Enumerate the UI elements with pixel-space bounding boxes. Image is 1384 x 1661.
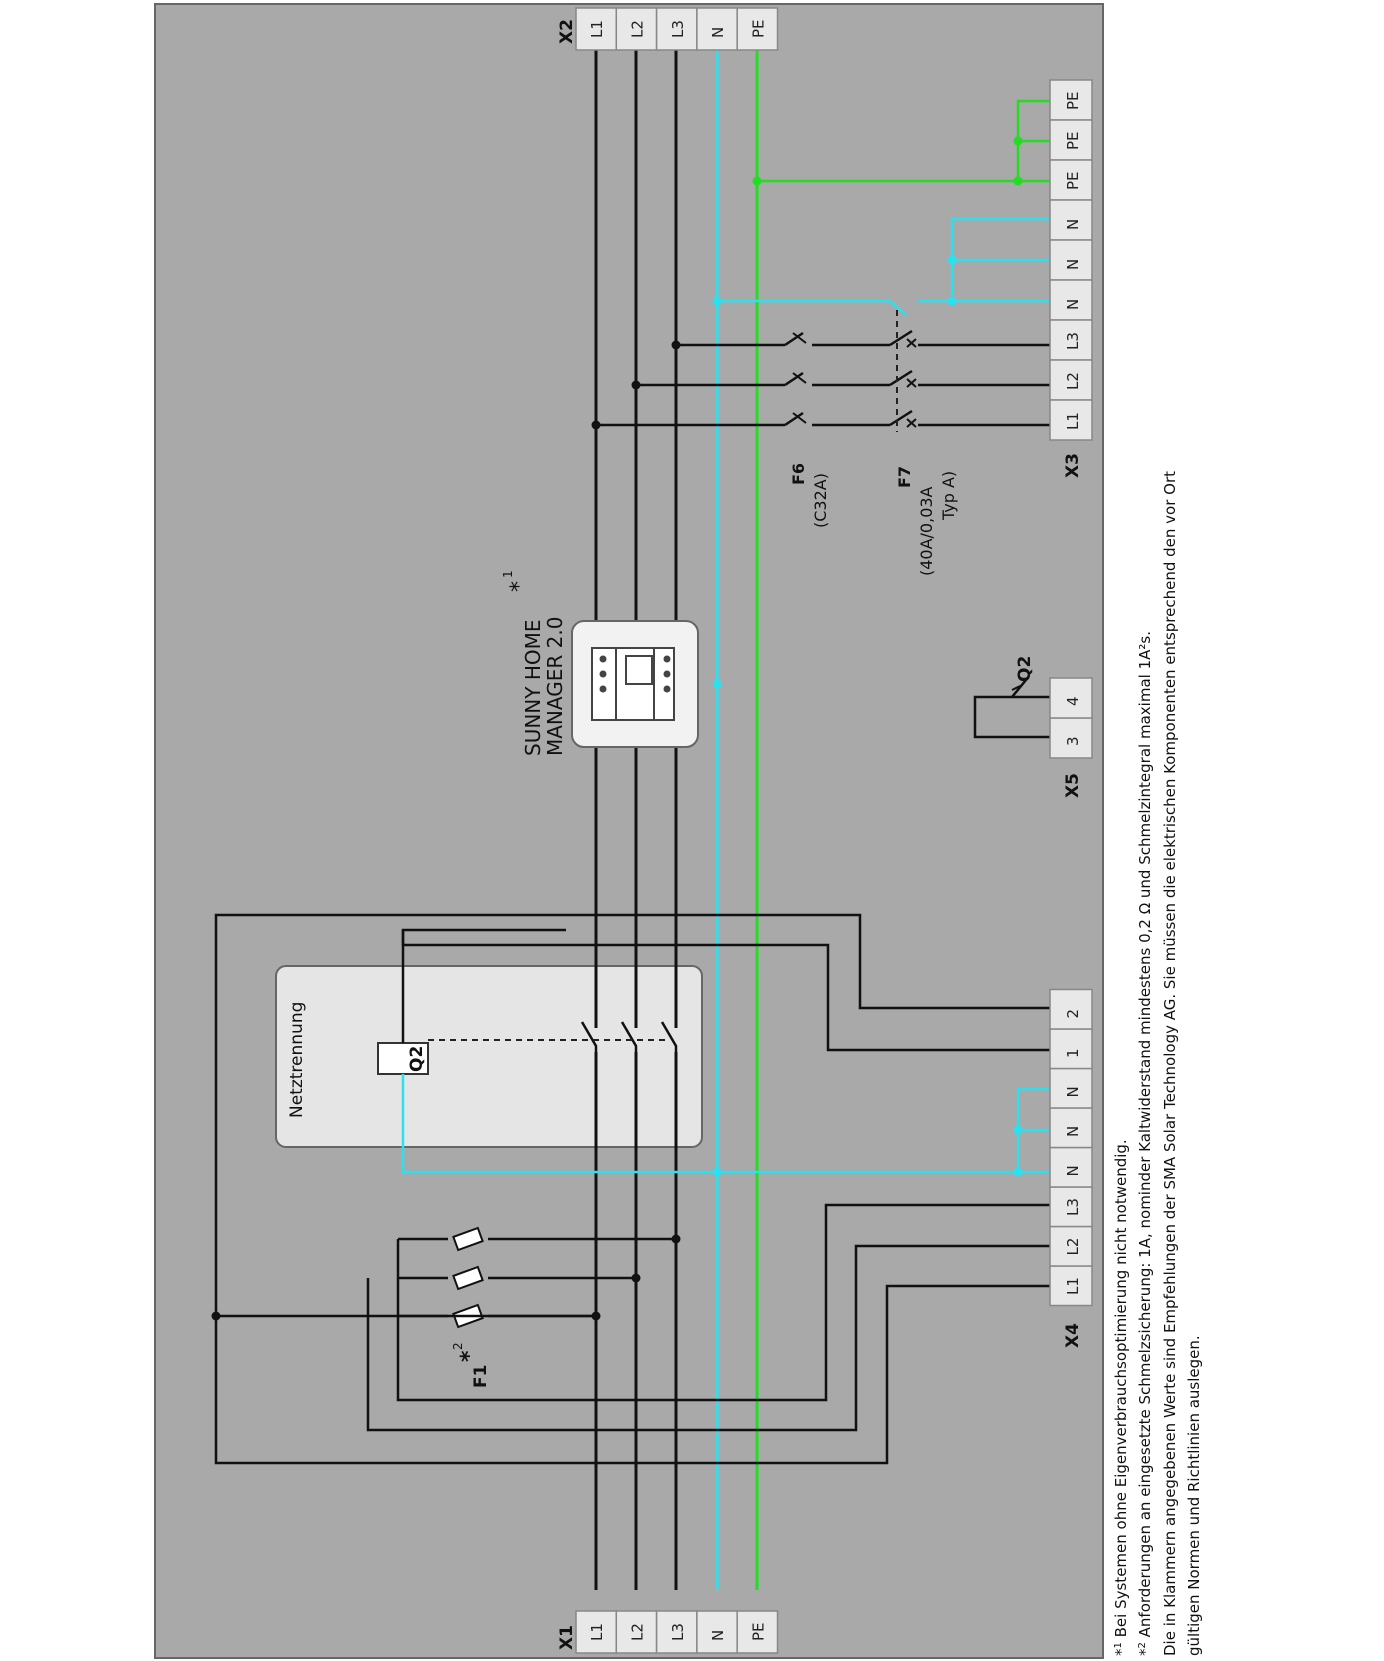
f1-label-group: F1 *2: [451, 1342, 491, 1388]
terminal-x3-pin: N: [1064, 299, 1082, 310]
footnote: gültigen Normen und Richtlinien auslegen…: [1185, 1335, 1203, 1656]
terminal-x3-pin: PE: [1064, 171, 1082, 190]
manager-mark: *: [507, 581, 532, 592]
manager-name-line2: MANAGER 2.0: [543, 617, 567, 756]
terminal-x3-pin: PE: [1064, 91, 1082, 110]
q2-relay: [377, 928, 717, 1174]
x5-label: X5: [1063, 773, 1083, 798]
terminal-x3-pin: L3: [1064, 332, 1082, 350]
manager-name-line1: SUNNY HOME: [521, 619, 545, 756]
terminal-x1-pin: PE: [749, 1622, 767, 1641]
terminal-x1-pin: L1: [588, 1623, 606, 1641]
terminal-x4-pin: L1: [1064, 1277, 1082, 1295]
terminal-x4-pin: N: [1064, 1126, 1082, 1137]
x4-label: X4: [1063, 1323, 1083, 1348]
manager-sup: 1: [501, 570, 515, 578]
terminal-x4-pin: L3: [1064, 1198, 1082, 1216]
labels: X2X1X3X4X5Q2Q2NetztrennungF6(C32A)F7(40A…: [287, 19, 1083, 1650]
f7-type: Typ A): [939, 471, 958, 521]
terminal-x5: 34: [1049, 677, 1093, 759]
f7-label: F7: [895, 466, 914, 488]
terminal-x4-pin: N: [1064, 1165, 1082, 1176]
x5-wiring: [973, 679, 1050, 739]
terminal-x3-pin: N: [1064, 219, 1082, 230]
netztrennung-label: Netztrennung: [287, 1002, 307, 1118]
footnote: *1 Bei Systemen ohne Eigenverbrauchsopti…: [1112, 1139, 1130, 1656]
terminal-x5-pin: 3: [1064, 736, 1082, 746]
x3-branch: [591, 99, 1050, 432]
q2-main-contacts: [428, 1021, 678, 1052]
terminal-x1-pin: N: [709, 1630, 727, 1641]
terminal-x1-pin: L2: [628, 1623, 646, 1641]
manager-display: [625, 655, 653, 685]
terminal-x5-pin: 4: [1064, 696, 1082, 706]
x3-label: X3: [1063, 453, 1083, 478]
q2-relay-label: Q2: [407, 1046, 427, 1072]
x1-label: X1: [557, 1625, 577, 1650]
component-boxes: [275, 965, 703, 1148]
terminal-x2-pin: L3: [669, 20, 687, 38]
terminal-x3-pin: L1: [1064, 412, 1082, 430]
terminal-x4-pin: 2: [1064, 1009, 1082, 1019]
q2-contact-label: Q2: [1015, 656, 1035, 682]
terminal-x2-pin: L2: [628, 20, 646, 38]
terminal-x1-pin: L3: [669, 1623, 687, 1641]
x2-label: X2: [557, 19, 577, 44]
f1-sup: 2: [451, 1342, 465, 1350]
footnote: *2 Anforderungen an eingesetzte Schmelzs…: [1136, 631, 1154, 1656]
footnotes: *1 Bei Systemen ohne Eigenverbrauchsopti…: [1112, 471, 1203, 1656]
terminal-x4-pin: N: [1064, 1086, 1082, 1097]
terminal-x2-pin: L1: [588, 20, 606, 38]
terminal-x3-pin: N: [1064, 259, 1082, 270]
terminal-x2: L1 L2 L3 N PE: [575, 7, 779, 51]
terminal-x1: L1 L2 L3 N PE: [575, 1610, 779, 1654]
panel-background: [154, 3, 1104, 1659]
f1-mark: *: [457, 1350, 482, 1362]
terminal-x4-pin: L2: [1064, 1238, 1082, 1256]
f6-label: F6: [789, 463, 808, 485]
terminal-x3-pin: PE: [1064, 131, 1082, 150]
f1-label: F1: [471, 1365, 491, 1388]
x4-wiring: [211, 913, 1050, 1465]
sunny-home-manager: [571, 620, 722, 748]
terminal-x4-pin: 1: [1064, 1048, 1082, 1058]
netztrennung-box: [275, 965, 703, 1148]
footnote: Die in Klammern angegebenen Werte sind E…: [1161, 471, 1179, 1656]
f6-rating: (C32A): [811, 473, 830, 528]
terminal-x2-pin: N: [709, 27, 727, 38]
terminal-x3-pin: L2: [1064, 372, 1082, 390]
terminal-x2-pin: PE: [749, 19, 767, 38]
f7-rating: (40A/0,03A: [917, 486, 936, 576]
terminal-x4: L1 L2 L3 N N N 1 2: [1049, 988, 1093, 1307]
